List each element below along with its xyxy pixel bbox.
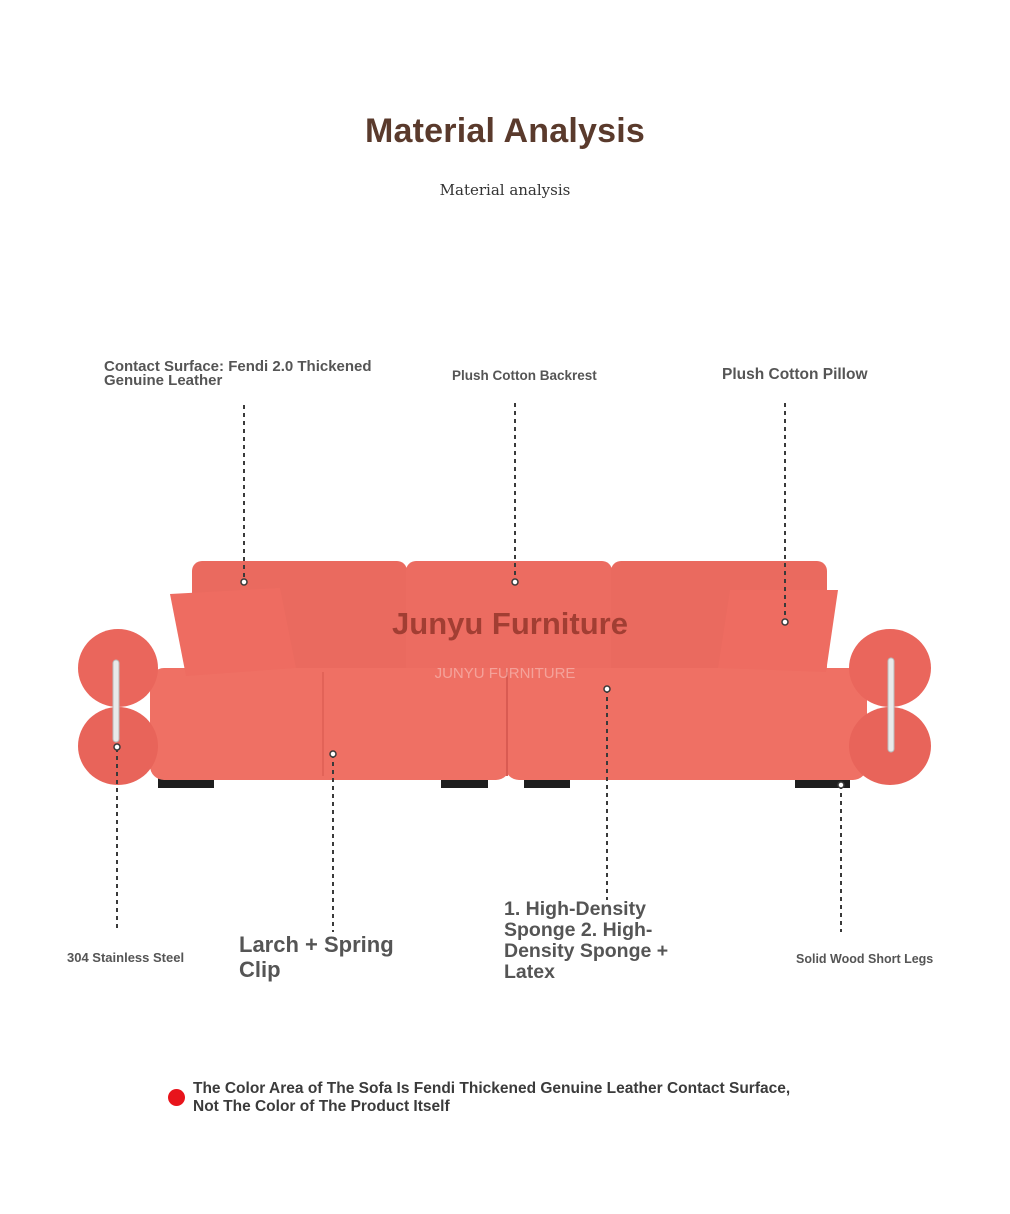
leader-dot: [329, 750, 337, 758]
label-backrest: Plush Cotton Backrest: [452, 368, 597, 383]
leader-dot: [240, 578, 248, 586]
seat-cushion-right: [505, 668, 867, 780]
leader-dot: [837, 781, 845, 789]
pillow-right: [718, 590, 838, 672]
leader-dot: [511, 578, 519, 586]
leader-dot: [603, 685, 611, 693]
label-stainless-steel: 304 Stainless Steel: [67, 950, 185, 965]
page-title: Material Analysis: [365, 112, 645, 150]
note-color-dot: [168, 1089, 185, 1106]
label-leather-surface: Contact Surface: Fendi 2.0 Thickened Gen…: [104, 358, 372, 389]
label-pillow: Plush Cotton Pillow: [722, 366, 868, 383]
seat-cushion-left: [150, 668, 510, 780]
label-wood-legs: Solid Wood Short Legs: [796, 952, 934, 966]
page-subtitle: Material analysis: [439, 181, 571, 199]
brand-watermark: Junyu Furniture: [392, 606, 628, 641]
color-note: The Color Area of The Sofa Is Fendi Thic…: [193, 1080, 791, 1115]
svg-text:JUNYU FURNITURE: JUNYU FURNITURE: [435, 665, 576, 682]
back-cushion-middle: [406, 561, 612, 676]
label-larch-spring: Larch + Spring Clip: [239, 932, 394, 982]
pillow-left: [170, 588, 296, 676]
leader-dot: [781, 618, 789, 626]
label-sponge: 1. High-Density Sponge 2. High-Density S…: [504, 898, 669, 983]
leader-dot: [113, 743, 121, 751]
